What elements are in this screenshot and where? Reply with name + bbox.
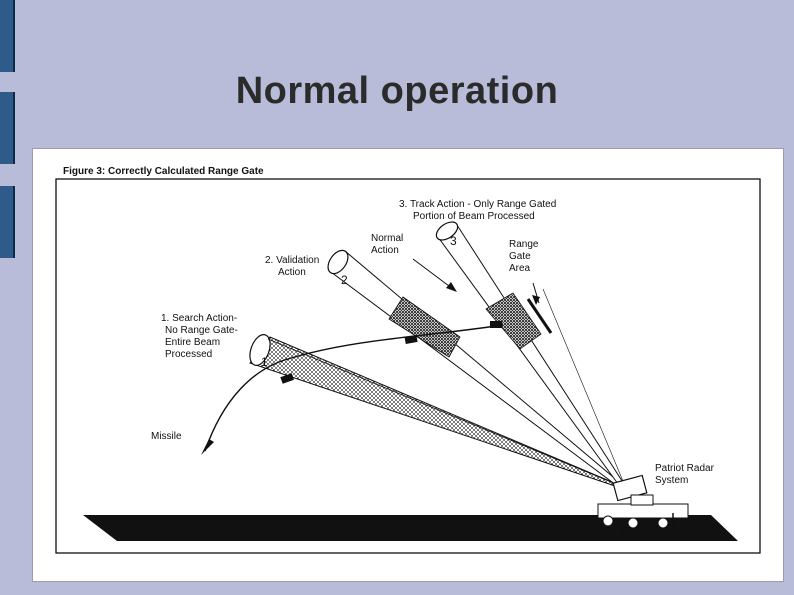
slide-title: Normal operation bbox=[235, 70, 559, 112]
validation-action-label: 2. Validation Action bbox=[265, 255, 322, 278]
missile-label: Missile bbox=[151, 431, 182, 442]
range-gate-area-label: Range Gate Area bbox=[509, 239, 541, 274]
validation-gate-area bbox=[388, 296, 461, 358]
missile-icon bbox=[201, 439, 214, 455]
patriot-radar-icon bbox=[597, 474, 689, 541]
missile-trajectory bbox=[204, 324, 504, 452]
beam-number-3: 3 bbox=[450, 234, 457, 248]
track-beam-aperture bbox=[435, 221, 459, 241]
trajectory-marker-1 bbox=[280, 373, 295, 384]
validation-beam-aperture bbox=[327, 249, 349, 275]
figure-frame bbox=[55, 178, 761, 554]
figure-panel: Figure 3: Correctly Calculated Range Gat… bbox=[32, 148, 784, 582]
range-gate-bracket bbox=[526, 298, 553, 334]
side-mark-middle bbox=[0, 92, 15, 164]
beam-number-1: 1 bbox=[261, 355, 268, 369]
side-mark-top bbox=[0, 0, 15, 72]
side-mark-bottom bbox=[0, 186, 15, 258]
patriot-range-gate-diagram: Figure 3: Correctly Calculated Range Gat… bbox=[55, 166, 761, 554]
normal-action-label: Normal Action bbox=[371, 233, 406, 256]
figure-caption: Figure 3: Correctly Calculated Range Gat… bbox=[63, 166, 264, 177]
ground-surface bbox=[83, 515, 738, 541]
track-gate-area bbox=[485, 292, 542, 350]
search-action-label: 1. Search Action- No Range Gate- Entire … bbox=[161, 313, 241, 360]
track-action-label: 3. Track Action - Only Range Gated Porti… bbox=[399, 199, 559, 222]
search-beam-aperture bbox=[249, 334, 271, 366]
trajectory-marker-2 bbox=[404, 335, 418, 344]
trajectory-marker-3 bbox=[490, 321, 502, 328]
patriot-radar-label: Patriot Radar System bbox=[655, 463, 717, 486]
beam-number-2: 2 bbox=[341, 273, 348, 287]
